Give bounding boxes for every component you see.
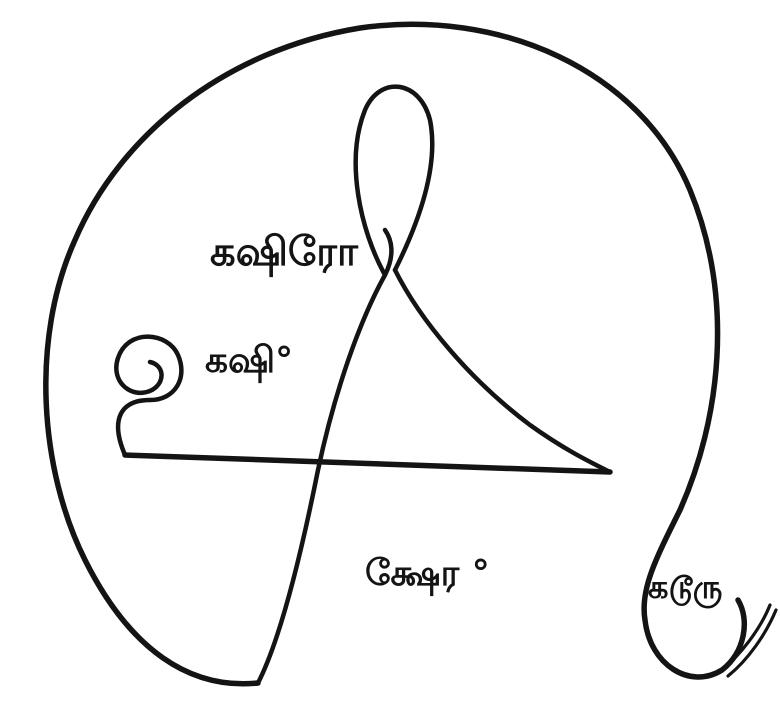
upper-inner-label: கஷிரோ bbox=[210, 229, 359, 277]
right-outer-label: கடூரு bbox=[648, 568, 722, 609]
left-spiral-symbol bbox=[114, 334, 184, 458]
triangle-base bbox=[122, 452, 613, 475]
middle-inner-label: கஷி° bbox=[205, 340, 293, 383]
outer-boundary-curve bbox=[43, 21, 747, 687]
outer-curve-ribbon-tip bbox=[720, 603, 772, 672]
lower-inner-label: க்ஷேர ° bbox=[365, 553, 490, 596]
outer-curve-ribbon-edge bbox=[726, 608, 778, 678]
triangle-right-side bbox=[392, 267, 613, 475]
top-loop bbox=[353, 84, 435, 278]
diagonal-descending-stroke bbox=[255, 227, 394, 686]
